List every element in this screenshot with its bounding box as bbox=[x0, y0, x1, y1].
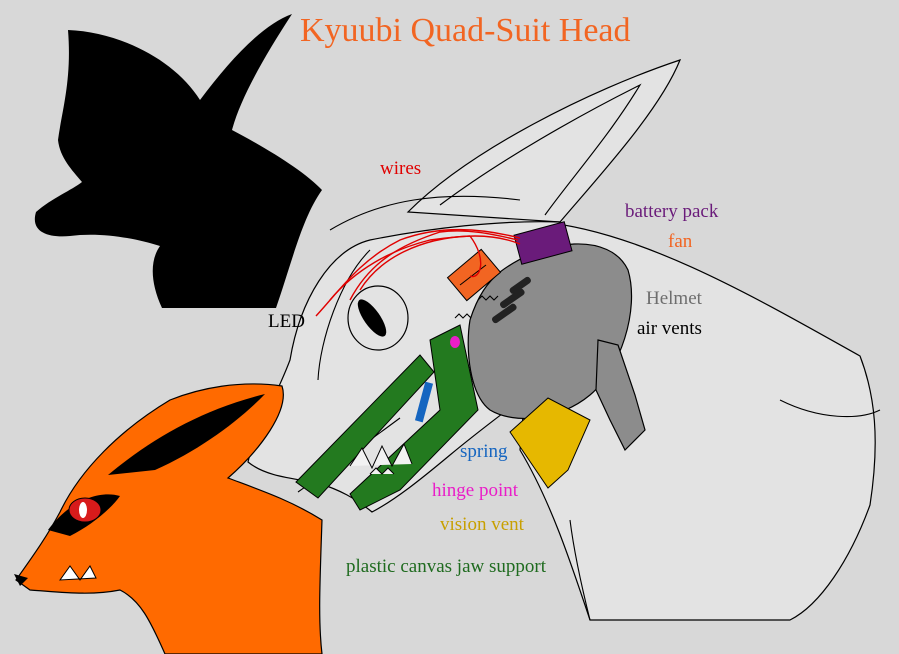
air-vents bbox=[491, 276, 531, 324]
teeth bbox=[349, 442, 413, 475]
label-helmet: Helmet bbox=[646, 288, 702, 309]
fan-blade bbox=[459, 264, 487, 286]
led-eye bbox=[347, 285, 409, 351]
jaw-support-lower bbox=[295, 354, 435, 499]
jaw-support bbox=[349, 324, 479, 511]
helmet-strap bbox=[595, 339, 646, 452]
label-vision-vent: vision vent bbox=[440, 514, 524, 535]
page-title: Kyuubi Quad-Suit Head bbox=[300, 12, 631, 49]
orange-fox-nose bbox=[14, 574, 28, 586]
spring bbox=[414, 381, 434, 423]
label-fan: fan bbox=[668, 231, 693, 252]
wires bbox=[315, 228, 521, 317]
label-jaw-support: plastic canvas jaw support bbox=[346, 556, 546, 577]
sketch-ear-inner bbox=[439, 83, 642, 216]
sketch-ear bbox=[406, 59, 682, 223]
fan-springs bbox=[454, 295, 499, 319]
label-wires: wires bbox=[380, 158, 422, 179]
label-battery-pack: battery pack bbox=[625, 201, 719, 222]
orange-fox bbox=[14, 383, 323, 654]
orange-fox-ear-inner bbox=[108, 394, 265, 475]
vision-vent bbox=[509, 397, 591, 489]
orange-fox-teeth bbox=[58, 565, 97, 581]
fan bbox=[446, 248, 502, 302]
label-air-vents: air vents bbox=[637, 318, 702, 339]
helmet bbox=[467, 243, 633, 420]
battery-pack bbox=[513, 221, 573, 265]
label-led: LED bbox=[268, 311, 305, 332]
label-spring: spring bbox=[460, 441, 508, 462]
hinge-point bbox=[450, 336, 460, 348]
label-hinge-point: hinge point bbox=[432, 480, 519, 501]
fox-silhouette bbox=[34, 14, 323, 308]
orange-fox-head bbox=[15, 383, 323, 654]
